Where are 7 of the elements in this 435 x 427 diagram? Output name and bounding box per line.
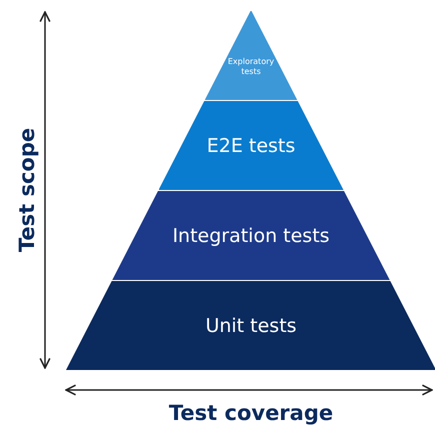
layer-label: Unit tests [205,314,297,336]
layer-label: E2E tests [206,134,296,156]
layer-label: Exploratory tests [226,56,276,76]
layer-label: Integration tests [172,224,330,246]
axis-label: Test scope [15,128,39,252]
pyramid-layer [66,281,435,370]
axis-label: Test coverage [168,401,334,425]
